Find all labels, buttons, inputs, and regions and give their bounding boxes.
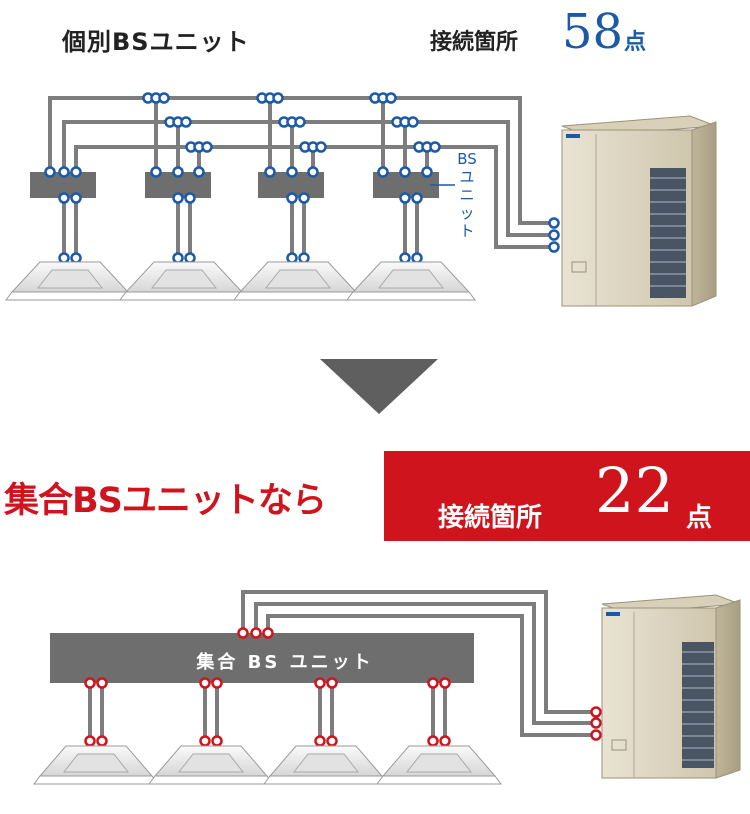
top-connection-joints [44,92,560,264]
ceiling-cassette-icon [263,745,389,785]
ceiling-cassette-icon [119,261,249,301]
ceiling-cassette-icon [5,261,135,301]
triangle-down-icon [320,359,438,414]
bottom-connections-count: 22 [595,454,674,527]
multi-bs-unit-label: 集合 BS ユニット [196,652,374,673]
outdoor-unit-icon [601,594,741,779]
top-indoor-units [5,261,476,301]
outdoor-unit-icon [561,115,717,307]
bottom-connections-label: 接続箇所 [438,503,543,533]
bottom-connection-joints [84,627,602,747]
top-connections-label: 接続箇所 [430,30,519,55]
individual-bs-title: 個別BSユニット [62,28,250,56]
ceiling-cassette-icon [376,745,502,785]
ceiling-cassette-icon [148,745,274,785]
bs-unit-vertical-label: BSユニット [457,150,477,240]
connections-highlight-box [384,451,750,541]
bottom-pipes [88,590,592,740]
multi-bs-headline: 集合BSユニットなら [4,481,327,521]
bottom-indoor-units [33,745,502,785]
multi-bs-unit-box [50,633,474,683]
top-connections-count: 58 [562,4,624,60]
ceiling-cassette-icon [33,745,159,785]
top-connections-unit: 点 [624,30,647,55]
ceiling-cassette-icon [233,261,363,301]
ceiling-cassette-icon [346,261,476,301]
bottom-connections-unit: 点 [686,503,713,533]
top-bs-units [30,172,439,198]
